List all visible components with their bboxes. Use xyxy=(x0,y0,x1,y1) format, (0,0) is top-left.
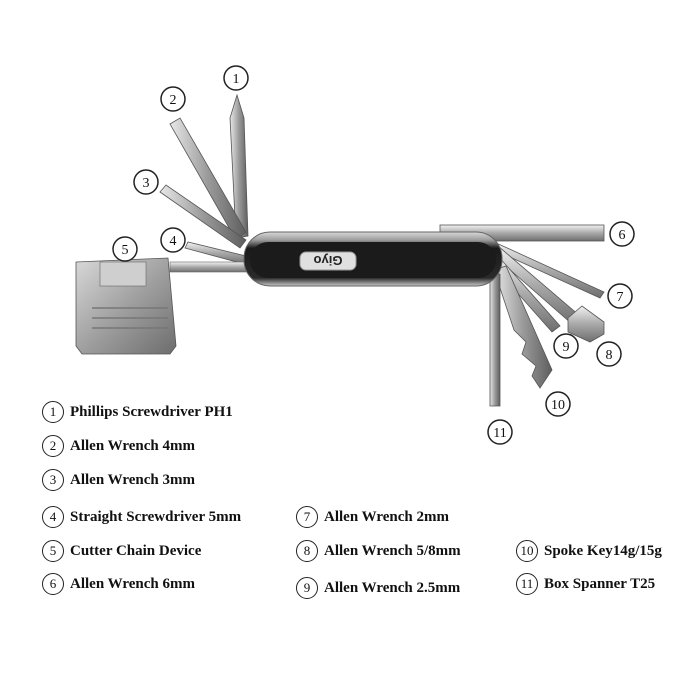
legend-item-3: 3 Allen Wrench 3mm xyxy=(42,466,195,494)
legend-number: 1 xyxy=(42,401,64,423)
legend-item-5: 5 Cutter Chain Device xyxy=(42,537,201,565)
legend-number: 11 xyxy=(516,573,538,595)
svg-text:9: 9 xyxy=(563,340,570,355)
legend-number: 2 xyxy=(42,435,64,457)
callout-11: 11 xyxy=(487,419,513,445)
tool-body: Giyo xyxy=(243,231,503,287)
legend-label: Allen Wrench 4mm xyxy=(70,437,196,454)
spoke-key-blade xyxy=(493,265,553,389)
legend-item-8: 8 Allen Wrench 5/8mm xyxy=(296,537,461,565)
legend-label: Phillips Screwdriver PH1 xyxy=(70,403,233,420)
legend-number: 7 xyxy=(296,506,318,528)
legend-number: 10 xyxy=(516,540,538,562)
svg-text:1: 1 xyxy=(233,72,240,87)
legend-label: Allen Wrench 6mm xyxy=(70,575,196,592)
callout-6: 6 xyxy=(609,221,635,247)
box-spanner-blade xyxy=(489,273,501,407)
legend-number: 8 xyxy=(296,540,318,562)
legend-item-7: 7 Allen Wrench 2mm xyxy=(296,503,449,531)
legend-label: Allen Wrench 5/8mm xyxy=(324,542,461,559)
legend-number: 4 xyxy=(42,506,64,528)
allen-wrench-3mm-blade xyxy=(159,184,247,249)
legend-number: 5 xyxy=(42,540,64,562)
legend-number: 9 xyxy=(296,577,318,599)
callout-3: 3 xyxy=(133,169,159,195)
callout-7: 7 xyxy=(607,283,633,309)
callout-1: 1 xyxy=(223,65,249,91)
legend-item-4: 4 Straight Screwdriver 5mm xyxy=(42,503,241,531)
callout-9: 9 xyxy=(553,333,579,359)
legend-item-6: 6 Allen Wrench 6mm xyxy=(42,570,195,598)
legend-label: Allen Wrench 2.5mm xyxy=(324,579,461,596)
callout-2: 2 xyxy=(160,86,186,112)
svg-text:10: 10 xyxy=(551,398,565,413)
callout-8: 8 xyxy=(596,341,622,367)
legend-number: 3 xyxy=(42,469,64,491)
svg-text:8: 8 xyxy=(606,348,613,363)
svg-text:5: 5 xyxy=(122,243,129,258)
svg-text:3: 3 xyxy=(143,176,150,191)
callout-10: 10 xyxy=(545,391,571,417)
legend-label: Allen Wrench 2mm xyxy=(324,508,450,525)
chain-cutter-device xyxy=(75,257,249,355)
legend-label: Spoke Key14g/15g xyxy=(544,542,662,559)
allen-wrench-4mm-blade xyxy=(169,117,247,241)
legend-label: Cutter Chain Device xyxy=(70,542,202,559)
callout-5: 5 xyxy=(112,236,138,262)
svg-text:6: 6 xyxy=(619,228,626,243)
legend-number: 6 xyxy=(42,573,64,595)
legend-label: Straight Screwdriver 5mm xyxy=(70,508,242,525)
brand-logo: Giyo xyxy=(313,253,342,268)
svg-text:11: 11 xyxy=(493,426,506,441)
svg-text:7: 7 xyxy=(617,290,624,305)
legend-label: Allen Wrench 3mm xyxy=(70,471,196,488)
legend-item-11: 11 Box Spanner T25 xyxy=(516,570,655,598)
callout-4: 4 xyxy=(160,227,186,253)
legend-item-2: 2 Allen Wrench 4mm xyxy=(42,432,195,460)
legend-item-10: 10 Spoke Key14g/15g xyxy=(516,537,662,565)
legend-item-1: 1 Phillips Screwdriver PH1 xyxy=(42,398,233,426)
svg-text:2: 2 xyxy=(170,93,177,108)
svg-text:4: 4 xyxy=(170,234,177,249)
legend-item-9: 9 Allen Wrench 2.5mm xyxy=(296,574,460,602)
legend-label: Box Spanner T25 xyxy=(544,575,656,592)
